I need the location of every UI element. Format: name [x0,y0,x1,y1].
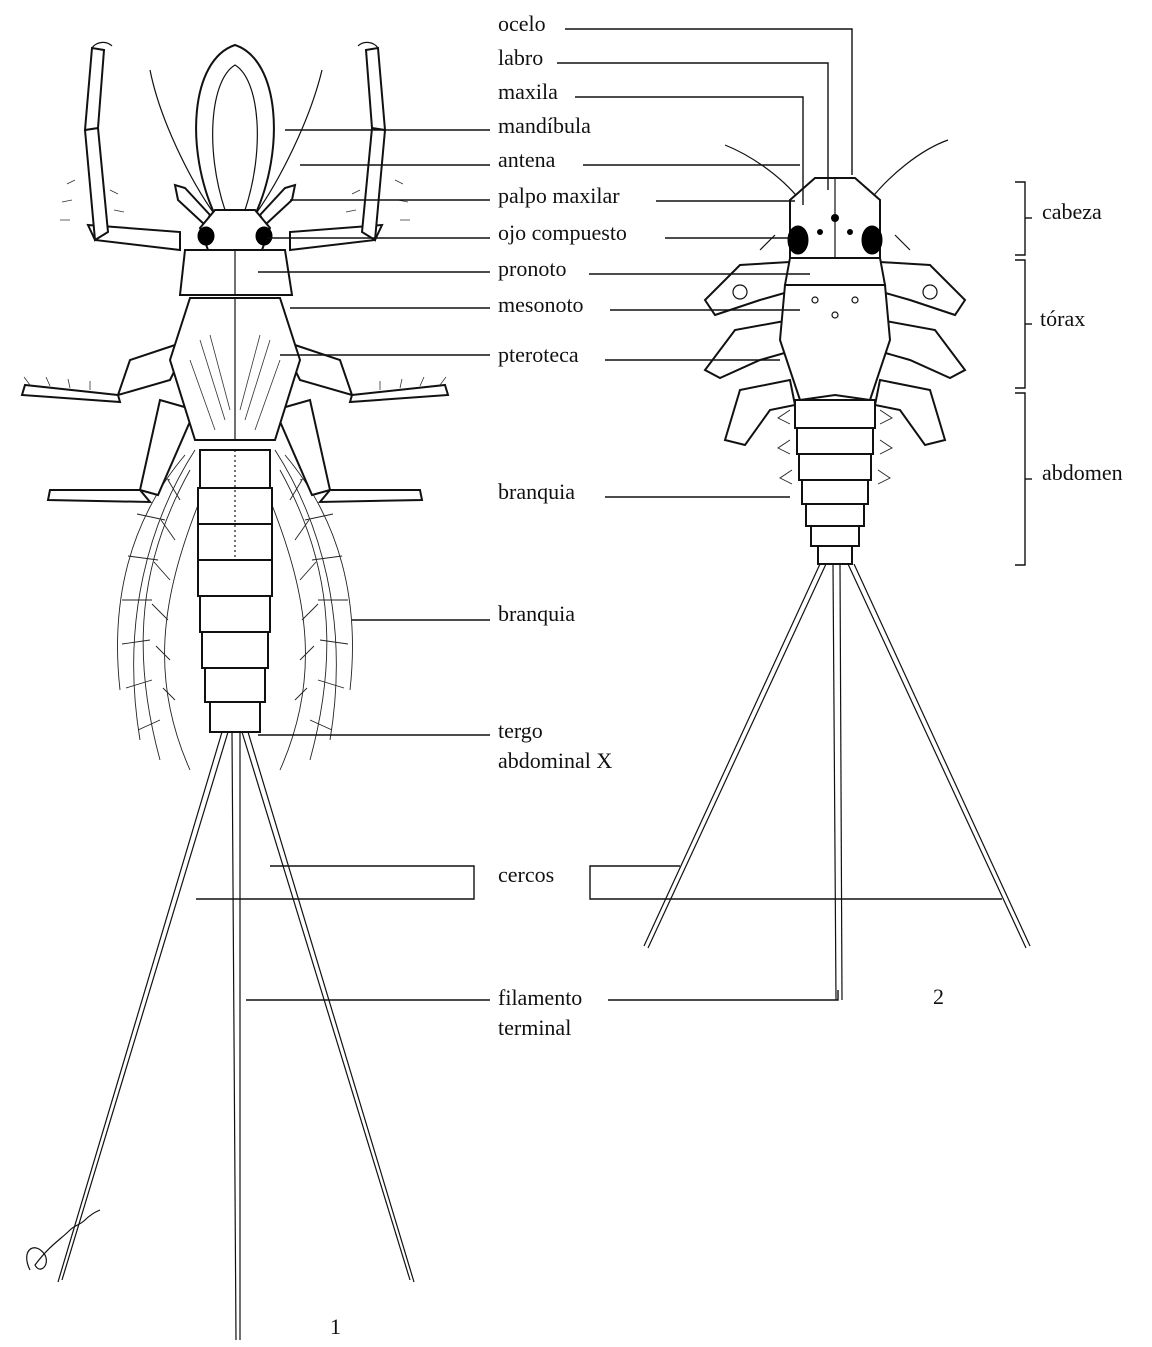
label-pronoto: pronoto [498,255,566,283]
label-branquia-fig2: branquia [498,478,575,506]
label-cercos: cercos [498,861,554,889]
region-abdomen: abdomen [1042,459,1123,487]
region-cabeza: cabeza [1042,198,1102,226]
abdomen-2 [795,400,875,564]
mandibles-1 [196,45,274,215]
cerci-2 [644,564,1030,1000]
label-pteroteca: pteroteca [498,341,579,369]
abdomen-1 [198,450,272,732]
label-labro: labro [498,44,543,72]
label-abdominal-x: abdominal X [498,747,612,775]
label-branquia-fig1: branquia [498,600,575,628]
label-tergo: tergo [498,717,543,745]
compound-eye-1-left [198,227,214,245]
antenna-2-right [870,140,948,200]
pronotum-2 [785,258,885,285]
label-terminal: terminal [498,1014,571,1042]
compound-eye-2-left [788,226,808,254]
label-mesonoto: mesonoto [498,291,584,319]
leader-lines [196,29,1032,1000]
nymph-1-drawing [22,42,448,1340]
label-ocelo: ocelo [498,10,546,38]
nymph-2-drawing [644,140,1030,1000]
label-palpo-maxilar: palpo maxilar [498,182,620,210]
label-antena: antena [498,146,555,174]
label-filamento: filamento [498,984,582,1012]
cerci-1 [58,732,414,1340]
antenna-2-left [725,145,800,200]
artist-signature [27,1210,100,1270]
label-mandibula: mandíbula [498,112,591,140]
ocellus-2 [831,214,839,222]
figure-number-1: 1 [330,1313,341,1341]
region-torax: tórax [1040,305,1085,333]
compound-eye-1-right [256,227,272,245]
compound-eye-2-right [862,226,882,254]
figure-number-2: 2 [933,983,944,1011]
mesonotum-2 [780,285,890,400]
label-maxila: maxila [498,78,558,106]
label-ojo-compuesto: ojo compuesto [498,219,627,247]
